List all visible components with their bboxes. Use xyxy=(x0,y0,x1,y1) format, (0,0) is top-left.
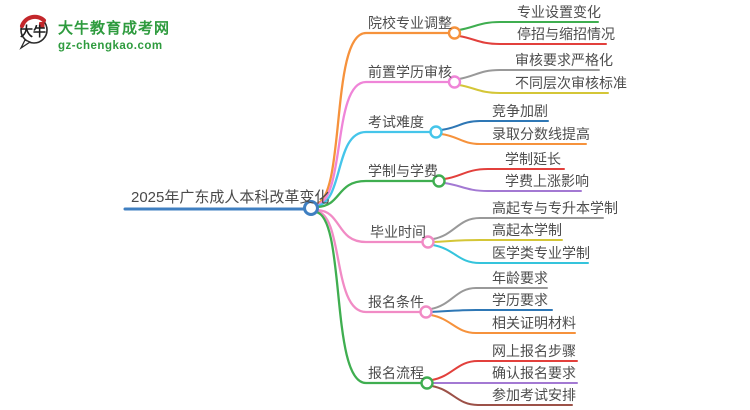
child-line-5-2 xyxy=(430,314,576,334)
child-line-3-0 xyxy=(443,168,565,180)
child-line-4-2 xyxy=(432,244,589,264)
child-label-6-0: 网上报名步骤 xyxy=(492,343,576,359)
branch-line-2 xyxy=(314,130,432,208)
child-line-5-1 xyxy=(430,309,553,313)
logo-icon-text: 大牛 xyxy=(20,24,46,39)
site-domain: gz-chengkao.com xyxy=(58,40,163,52)
child-label-5-2: 相关证明材料 xyxy=(492,315,576,331)
child-label-5-0: 年龄要求 xyxy=(492,270,548,286)
child-label-5-1: 学历要求 xyxy=(492,292,548,308)
child-label-4-1: 高起本学制 xyxy=(492,222,562,238)
branch-label-2: 考试难度 xyxy=(368,114,424,130)
branch-line-5 xyxy=(314,209,422,314)
child-label-3-1: 学费上涨影响 xyxy=(505,173,589,189)
branch-line-1 xyxy=(314,80,450,207)
branch-label-4: 毕业时间 xyxy=(370,224,426,240)
branch-label-5: 报名条件 xyxy=(368,294,424,310)
child-label-6-1: 确认报名要求 xyxy=(492,365,576,381)
site-logo[interactable]: 大牛 大牛教育成考网 gz-chengkao.com xyxy=(18,13,170,58)
branch-handle-5 xyxy=(419,305,433,319)
child-label-6-2: 参加考试安排 xyxy=(492,387,576,403)
child-line-1-1 xyxy=(458,84,609,94)
child-label-0-1: 停招与缩招情况 xyxy=(517,26,615,42)
branch-label-1: 前置学历审核 xyxy=(368,64,452,80)
site-name: 大牛教育成考网 xyxy=(58,20,171,37)
center-node-handle xyxy=(303,200,319,216)
branch-line-0 xyxy=(314,31,450,206)
branch-handle-1 xyxy=(447,75,462,89)
child-label-0-0: 专业设置变化 xyxy=(517,4,601,20)
branch-handle-0 xyxy=(447,26,462,40)
branch-label-0: 院校专业调整 xyxy=(368,15,452,31)
branch-line-4 xyxy=(315,208,424,244)
branch-line-3 xyxy=(315,179,435,209)
child-line-1-0 xyxy=(458,69,600,80)
child-line-4-0 xyxy=(432,217,604,240)
child-line-5-0 xyxy=(430,287,548,310)
child-line-0-1 xyxy=(458,35,607,45)
branch-handle-6 xyxy=(420,376,434,390)
child-line-0-0 xyxy=(458,21,599,31)
child-line-4-1 xyxy=(432,239,563,243)
child-line-2-1 xyxy=(440,133,587,145)
child-label-2-0: 竞争加剧 xyxy=(492,103,548,119)
branch-handle-4 xyxy=(421,235,435,249)
branch-line-6 xyxy=(314,210,423,385)
child-label-1-0: 审核要求严格化 xyxy=(515,52,613,68)
child-line-6-2 xyxy=(431,385,573,406)
child-line-6-0 xyxy=(431,360,578,381)
child-label-4-0: 高起专与专升本学制 xyxy=(492,200,618,216)
child-label-3-0: 学制延长 xyxy=(505,151,561,167)
branch-handle-2 xyxy=(429,125,443,139)
child-label-4-2: 医学类专业学制 xyxy=(492,245,590,261)
branch-handle-3 xyxy=(432,174,446,188)
branch-label-3: 学制与学费 xyxy=(368,163,438,179)
child-line-2-0 xyxy=(440,120,549,131)
center-node-label: 2025年广东成人本科改革变化 xyxy=(131,189,330,206)
child-label-1-1: 不同层次审核标准 xyxy=(515,75,627,91)
branch-label-6: 报名流程 xyxy=(368,365,424,381)
logo-bull-icon: 大牛 xyxy=(18,13,52,58)
child-line-3-1 xyxy=(443,182,582,192)
child-label-2-1: 录取分数线提高 xyxy=(492,126,590,142)
